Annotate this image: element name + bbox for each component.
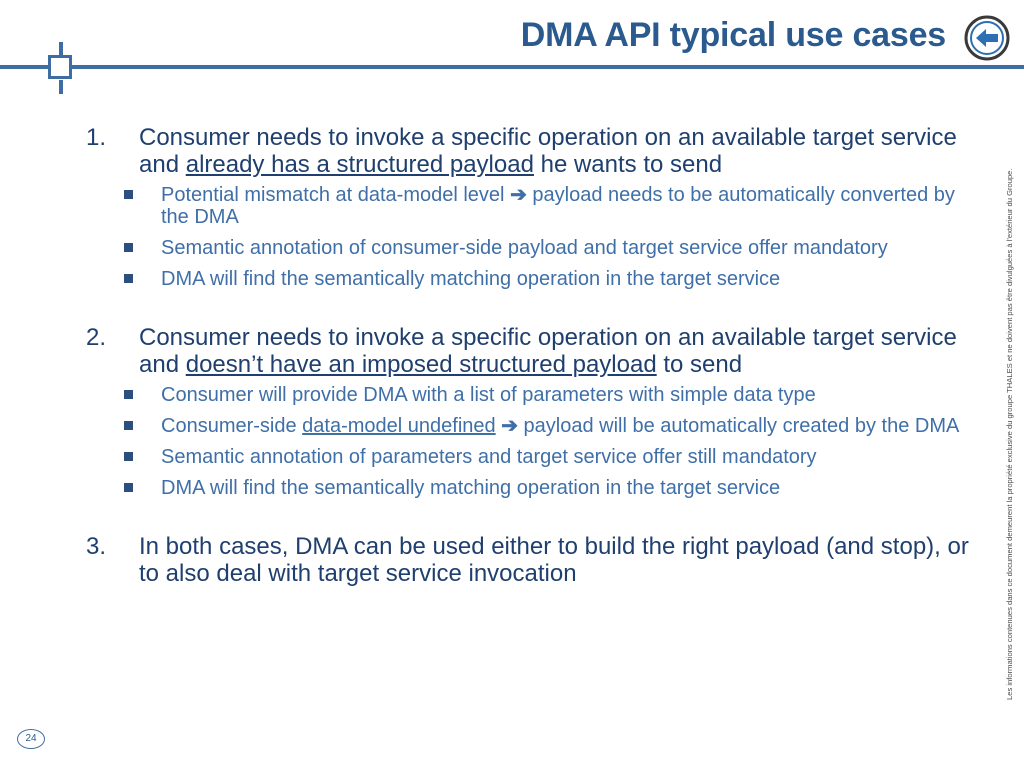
square-bullet-icon [124, 243, 133, 252]
square-bullet-icon [124, 421, 133, 430]
confidentiality-note: Les informations contenues dans ce docum… [1005, 168, 1014, 700]
square-bullet-icon [124, 274, 133, 283]
item-underlined-text: already has a structured payload [185, 151, 534, 178]
square-bullet-icon [124, 483, 133, 492]
square-bullet-icon [124, 452, 133, 461]
slide-body: 1. Consumer needs to invoke a specific o… [86, 124, 986, 587]
sub-item: Semantic annotation of consumer-side pay… [124, 237, 986, 259]
sub-item: DMA will find the semantically matching … [124, 268, 986, 290]
sub-list: Consumer will provide DMA with a list of… [124, 384, 986, 499]
right-arrow-icon: ➔ [510, 184, 527, 206]
list-item-3: 3. In both cases, DMA can be used either… [86, 533, 986, 587]
item-text-end: to send [656, 351, 743, 378]
square-bullet-icon [124, 390, 133, 399]
sub-item: Consumer-side data-model undefined ➔ pay… [124, 415, 986, 437]
sub-item: Semantic annotation of parameters and ta… [124, 446, 986, 468]
slide-title: DMA API typical use cases [520, 16, 946, 54]
item-text: Consumer needs to invoke a specific oper… [139, 324, 957, 378]
sub-item: Potential mismatch at data-model level ➔… [124, 184, 986, 228]
cross-mark-box [48, 55, 72, 79]
right-arrow-icon: ➔ [501, 415, 518, 437]
item-number: 3. [86, 533, 107, 560]
item-number: 1. [86, 124, 107, 151]
item-number: 2. [86, 324, 107, 351]
square-bullet-icon [124, 190, 133, 199]
cross-mark-bottom [59, 80, 63, 94]
header-rule [0, 65, 1024, 69]
back-button[interactable] [962, 14, 1012, 62]
cross-mark-top [59, 42, 63, 56]
item-text-end: he wants to send [533, 151, 723, 178]
back-arrow-icon [964, 15, 1010, 61]
list-item-2: 2. Consumer needs to invoke a specific o… [86, 324, 986, 499]
item-text: Consumer needs to invoke a specific oper… [139, 124, 957, 178]
item-text: In both cases, DMA can be used either to… [139, 533, 969, 587]
sub-item: DMA will find the semantically matching … [124, 477, 986, 499]
item-underlined-text: doesn’t have an imposed structured paylo… [185, 351, 657, 378]
page-number: 24 [17, 729, 45, 749]
list-item-1: 1. Consumer needs to invoke a specific o… [86, 124, 986, 290]
sub-item: Consumer will provide DMA with a list of… [124, 384, 986, 406]
sub-list: Potential mismatch at data-model level ➔… [124, 184, 986, 290]
